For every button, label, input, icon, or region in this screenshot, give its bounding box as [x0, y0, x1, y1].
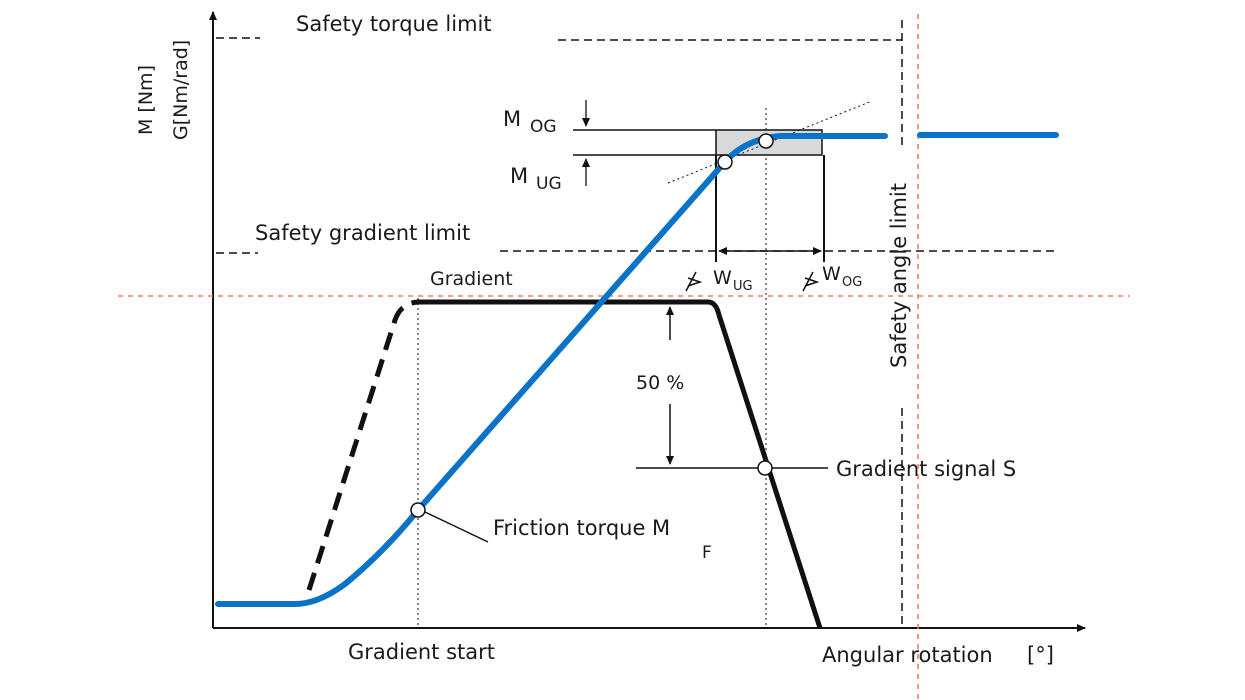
friction-torque-label: Friction torque M — [493, 516, 670, 540]
m-ug-point — [717, 154, 733, 170]
w-og-subscript: OG — [842, 275, 862, 290]
friction-torque-leader — [424, 511, 489, 543]
x-axis-label: Angular rotation — [822, 643, 993, 667]
m-og-subscript: OG — [530, 117, 557, 137]
y-axis-label-gradient: G[Nm/rad] — [170, 40, 192, 140]
y-axis-label-torque: M [Nm] — [135, 65, 157, 135]
friction-torque-point — [410, 502, 426, 518]
gradient-curve — [418, 299, 823, 629]
safety-angle-limit-label: Safety angle limit — [887, 183, 911, 368]
w-og-symbol-icon — [802, 271, 820, 292]
w-og-label: W — [822, 263, 841, 285]
gradient-curve-dashed — [306, 299, 419, 591]
fifty-percent-label: 50 % — [636, 372, 684, 394]
m-ug-subscript: UG — [536, 174, 562, 194]
gradient-signal-label: Gradient signal S — [836, 457, 1016, 481]
w-ug-label: W — [713, 267, 732, 289]
friction-torque-subscript: F — [702, 543, 712, 563]
gradient-start-label: Gradient start — [348, 640, 495, 664]
gradient-label: Gradient — [430, 268, 513, 290]
w-ug-symbol-icon — [685, 271, 703, 292]
m-ug-label: M — [510, 164, 528, 188]
w-ug-subscript: UG — [733, 279, 753, 294]
torque-curve — [215, 133, 888, 607]
x-axis-unit: [°] — [1027, 643, 1054, 667]
m-og-label: M — [503, 107, 521, 131]
m-og-point — [758, 133, 774, 149]
safety-gradient-limit-label: Safety gradient limit — [255, 221, 470, 245]
safety-torque-limit-label: Safety torque limit — [296, 12, 492, 36]
tangent-line — [667, 100, 873, 184]
gradient-signal-point — [757, 460, 773, 476]
